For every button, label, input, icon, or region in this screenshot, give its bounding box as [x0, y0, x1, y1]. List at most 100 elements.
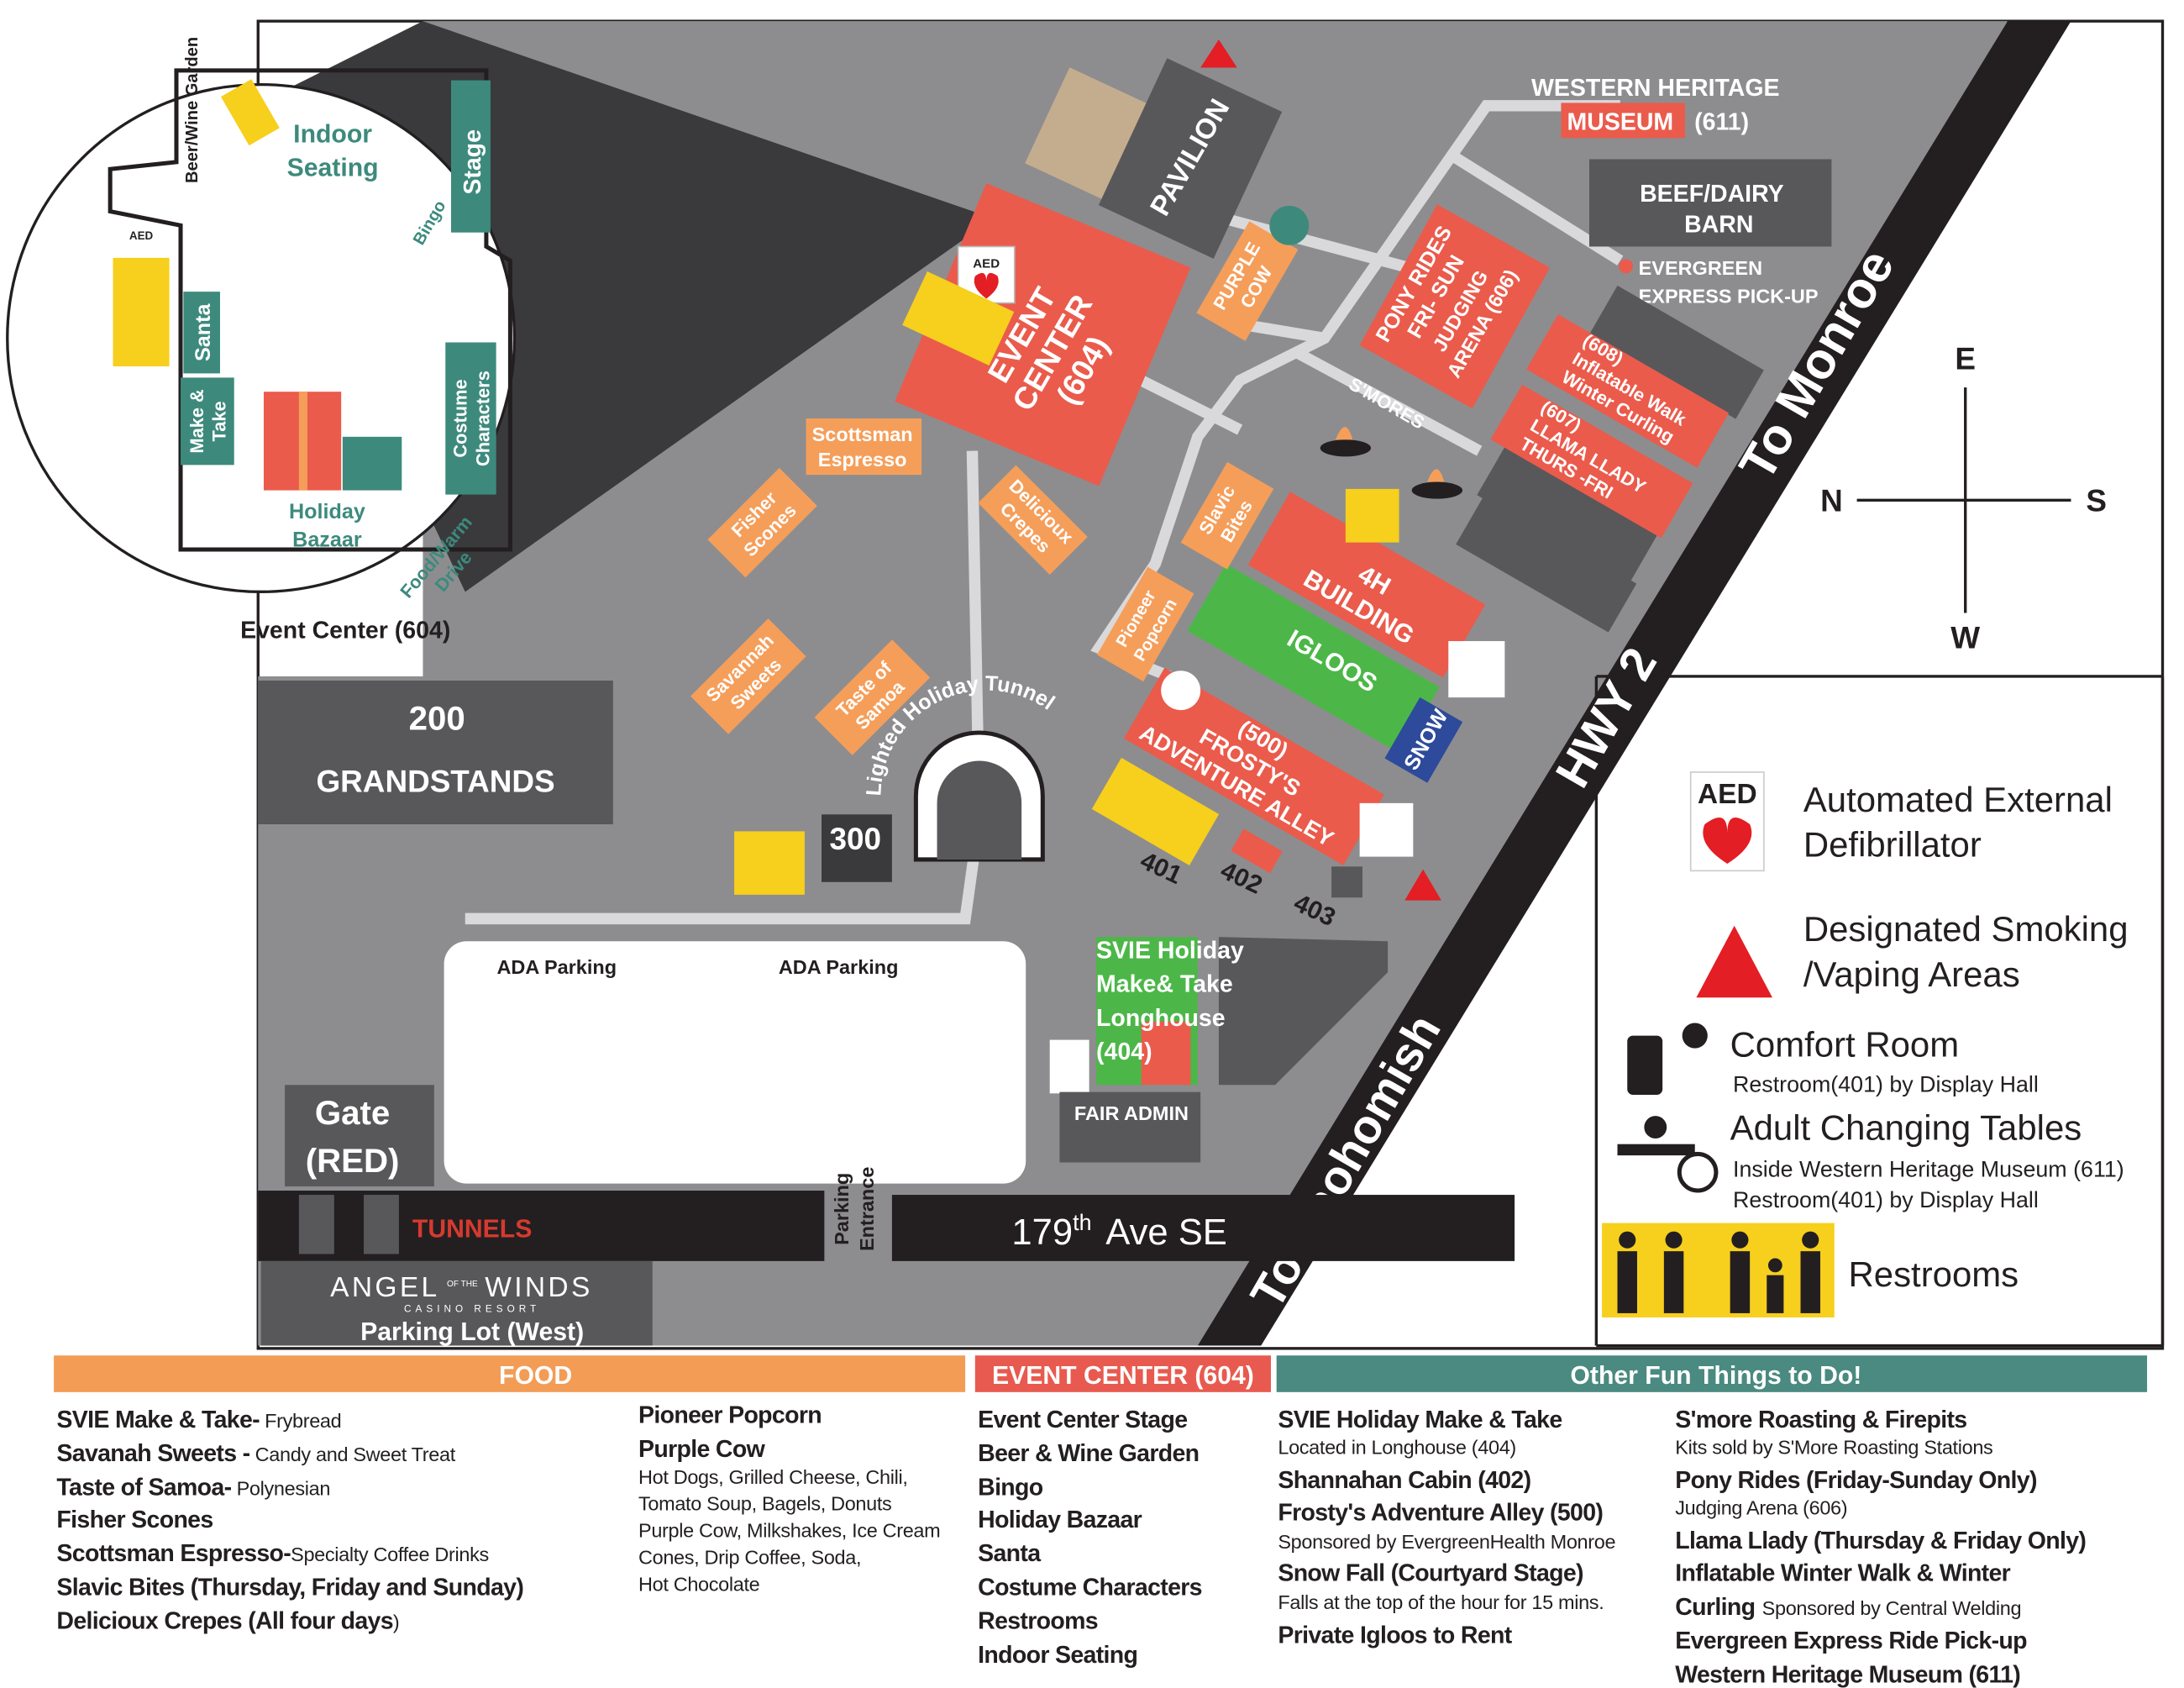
- cabin-402: [1231, 828, 1283, 874]
- food-item-desc: Hot Chocolate: [638, 1573, 760, 1595]
- frostys-adventure-alley[interactable]: [1123, 667, 1384, 865]
- fun-item: Western Heritage Museum (611): [1675, 1661, 2020, 1688]
- legend-adult-sub-2: Restroom(401) by Display Hall: [1733, 1187, 2039, 1212]
- gate-label-1: Gate: [315, 1094, 390, 1132]
- legend-comfort-sub: Restroom(401) by Display Hall: [1733, 1072, 2039, 1097]
- evergreen-express-label-1: EVERGREEN: [1639, 257, 1762, 279]
- building-300: [822, 814, 892, 882]
- legend-restrooms: Restrooms: [1849, 1254, 2019, 1294]
- fun-item: SVIE Holiday Make & Take: [1278, 1407, 1562, 1433]
- food-item: Pioneer Popcorn: [638, 1402, 822, 1429]
- fair-admin-building[interactable]: [1059, 1091, 1201, 1163]
- event-center-header: EVENT CENTER (604): [992, 1362, 1254, 1390]
- compass-west: W: [1950, 620, 1980, 655]
- gate-red[interactable]: [285, 1085, 434, 1187]
- food-item-name: Savanah Sweets -: [56, 1440, 249, 1467]
- legend-aed-icon-text: AED: [1698, 779, 1757, 810]
- scottsman-label-1: Scottsman: [812, 423, 913, 445]
- svie-label-3: Longhouse: [1096, 1005, 1226, 1032]
- fun-item-desc: Kits sold by S'More Roasting Stations: [1675, 1437, 1992, 1459]
- angel-logo-2: OF THE: [447, 1280, 478, 1289]
- compass-east: E: [1955, 341, 1976, 376]
- gate-label-2: (RED): [306, 1142, 400, 1180]
- llama-llady-building[interactable]: [1490, 384, 1693, 539]
- samoa-stand[interactable]: [814, 639, 931, 755]
- food-item-name: Scottsman Espresso-: [56, 1540, 291, 1567]
- legend-comfort: Comfort Room: [1730, 1025, 1959, 1065]
- legend-heart-icon: [1703, 817, 1752, 864]
- purple-cow-icon: [1269, 205, 1310, 245]
- igloos-area[interactable]: [1187, 563, 1440, 755]
- fun-item-desc: Sponsored by EvergreenHealth Monroe: [1278, 1531, 1615, 1553]
- museum-number: (611): [1694, 108, 1749, 135]
- legend-aed-2: Defibrillator: [1803, 825, 1982, 865]
- slavic-bites-stand[interactable]: [1180, 461, 1274, 570]
- fun-item: Llama Llady (Thursday & Friday Only): [1675, 1528, 2086, 1554]
- smoking-area-icon: [1404, 869, 1441, 901]
- angel-logo-3: WINDS: [485, 1272, 592, 1303]
- savannah-stand[interactable]: [690, 618, 806, 734]
- pavilion-building: [1098, 58, 1283, 259]
- fisher-scones-stand[interactable]: [707, 467, 817, 578]
- compass-south: S: [2086, 484, 2107, 518]
- wheelchair-icon: [1677, 1151, 1719, 1193]
- inset-make-take-2: Take: [209, 401, 230, 441]
- fun-item: Inflatable Winter Walk & Winter: [1675, 1560, 2010, 1587]
- pony-rides-arena[interactable]: [1359, 204, 1551, 409]
- western-heritage-label: WESTERN HERITAGE: [1531, 75, 1780, 102]
- food-item-desc: Purple Cow, Milkshakes, Ice Cream: [638, 1520, 940, 1542]
- svie-label-4: (404): [1096, 1039, 1152, 1065]
- firepit-icon: [1320, 427, 1463, 499]
- ave-suffix: th: [1073, 1210, 1091, 1235]
- food-item-desc: ): [393, 1612, 399, 1633]
- inflatable-walk-building[interactable]: [1526, 314, 1730, 468]
- fun-item-name: Curling: [1675, 1594, 1755, 1621]
- purple-cow-stand[interactable]: [1196, 221, 1299, 341]
- parking-entrance-label-1: Parking: [831, 1173, 853, 1245]
- inset-santa: [183, 292, 220, 374]
- ada-parking-label-2: ADA Parking: [779, 956, 899, 978]
- inset-title: Event Center (604): [240, 618, 450, 644]
- snowman-icon: [1161, 670, 1201, 711]
- inset-aed: AED: [129, 229, 154, 242]
- tunnel-entrance: [298, 1195, 334, 1254]
- event-center-inset: [6, 82, 517, 594]
- delicioux-stand[interactable]: [978, 465, 1088, 576]
- wine-glass-icon: [220, 79, 280, 146]
- compass-icon: [1856, 387, 2071, 613]
- legend-smoking-icon: [1696, 925, 1772, 998]
- inset-costume: [445, 342, 496, 495]
- longhouse-annex: [1141, 1021, 1191, 1086]
- museum-building[interactable]: [1561, 103, 1686, 139]
- snow-stage[interactable]: [1384, 697, 1463, 783]
- inset-stage-label: Stage: [459, 129, 486, 195]
- legend-adult: Adult Changing Tables: [1730, 1108, 2082, 1148]
- 4h-building[interactable]: [1247, 492, 1486, 678]
- fun-header: Other Fun Things to Do!: [1570, 1362, 1861, 1390]
- hwy-2-road: [1197, 21, 2071, 1346]
- inset-indoor-2: Seating: [287, 155, 379, 182]
- food-item: Savanah Sweets - Candy and Sweet Treat: [56, 1440, 455, 1467]
- legend-smoking-1: Designated Smoking: [1803, 909, 2129, 949]
- pioneer-popcorn-stand[interactable]: [1096, 566, 1194, 682]
- food-item: Purple Cow: [638, 1436, 766, 1463]
- svie-label-1: SVIE Holiday: [1096, 937, 1244, 964]
- scottsman-stand[interactable]: [806, 418, 922, 476]
- fun-item: Shannahan Cabin (402): [1278, 1467, 1530, 1494]
- food-item: Scottsman Espresso-Specialty Coffee Drin…: [56, 1540, 488, 1567]
- ada-parking-lot[interactable]: [444, 941, 1026, 1184]
- grandstands-label: GRANDSTANDS: [316, 764, 554, 798]
- beef-dairy-barn[interactable]: [1588, 159, 1832, 247]
- grandstands[interactable]: [258, 680, 613, 825]
- beef-dairy-label-2: BARN: [1684, 212, 1753, 239]
- inset-indoor-1: Indoor: [293, 120, 372, 148]
- food-list: SVIE Make & Take- Frybread Savanah Sweet…: [56, 1402, 940, 1635]
- food-item-desc: Polynesian: [231, 1477, 330, 1499]
- tunnels-label: TUNNELS: [412, 1215, 532, 1243]
- barn-buildings: [1456, 285, 1764, 633]
- angel-of-the-winds-lot[interactable]: [260, 1260, 653, 1346]
- event-center-item: Holiday Bazaar: [978, 1507, 1142, 1533]
- event-center-item: Event Center Stage: [978, 1407, 1187, 1433]
- tunnel-entrance: [364, 1195, 399, 1254]
- food-item-name: Slavic Bites (Thursday, Friday and Sunda…: [56, 1574, 523, 1601]
